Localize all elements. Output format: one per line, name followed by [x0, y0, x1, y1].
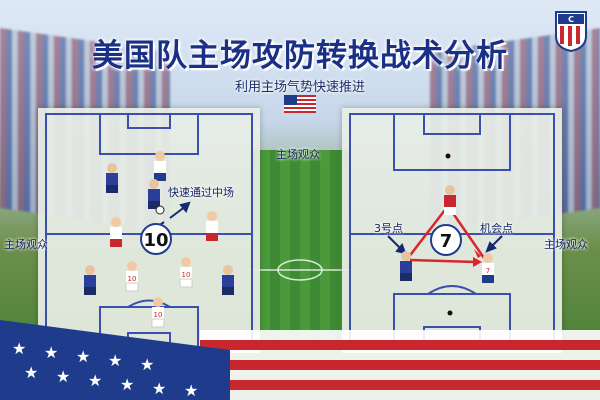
player-away [400, 251, 412, 281]
svg-text:★: ★ [140, 355, 154, 374]
label-home-crowd-top: 主场观众 [276, 148, 320, 161]
jersey-number: 10 [143, 230, 168, 251]
jersey-number: 7 [440, 231, 453, 252]
player-away [106, 163, 118, 193]
svg-text:★: ★ [76, 347, 90, 366]
player-number: 10 [154, 311, 163, 319]
player-home: 10 [179, 257, 193, 288]
team-crest-icon: C [555, 11, 587, 52]
player-away [222, 265, 234, 295]
player-number: 10 [182, 271, 191, 279]
player-home [206, 211, 218, 241]
center-field-lines [250, 259, 350, 281]
svg-text:★: ★ [24, 363, 38, 382]
right-pitch: 7 7 [349, 113, 555, 348]
us-flag-mini-icon [284, 95, 316, 113]
svg-text:★: ★ [184, 381, 198, 400]
player-home: 10 [151, 297, 165, 328]
label-home-crowd-right: 主场观众 [544, 238, 588, 251]
label-chance-point: 机会点 [480, 222, 513, 235]
left-tactic-panel: 10 10 10 10 [38, 108, 260, 353]
svg-text:★: ★ [56, 367, 70, 386]
player-home [110, 217, 122, 247]
player-home: 10 [125, 261, 139, 292]
svg-text:★: ★ [108, 351, 122, 370]
player-away [444, 185, 456, 215]
player-home [154, 151, 166, 181]
jersey-number-badge [140, 223, 172, 255]
player-away [148, 179, 165, 215]
svg-text:★: ★ [88, 371, 102, 390]
svg-text:★: ★ [12, 339, 26, 358]
jersey-number-badge [430, 224, 462, 256]
label-quick-pass: 快速通过中场 [168, 186, 234, 199]
svg-text:C: C [568, 15, 574, 24]
center-field [250, 150, 350, 350]
slot-arrow [387, 235, 503, 255]
page-title: 美国队主场攻防转换战术分析 [92, 38, 508, 74]
player-number: 7 [486, 267, 490, 275]
label-slot-3: 3号点 [374, 222, 403, 235]
player-home: 7 [482, 253, 494, 283]
label-home-crowd-left: 主场观众 [4, 238, 48, 251]
svg-text:★: ★ [152, 379, 166, 398]
left-pitch: 10 10 10 10 [45, 113, 253, 348]
left-players: 10 10 10 [84, 151, 234, 328]
page-subtitle: 利用主场气势快速推进 [234, 80, 365, 95]
svg-text:★: ★ [44, 343, 58, 362]
svg-text:★: ★ [120, 375, 134, 394]
player-number: 10 [128, 275, 137, 283]
right-tactic-panel: 7 7 [342, 108, 562, 353]
player-away [84, 265, 96, 295]
us-flag-banner: ★ ★ ★ ★ ★ ★ ★ ★ ★ ★ ★ [0, 320, 600, 400]
